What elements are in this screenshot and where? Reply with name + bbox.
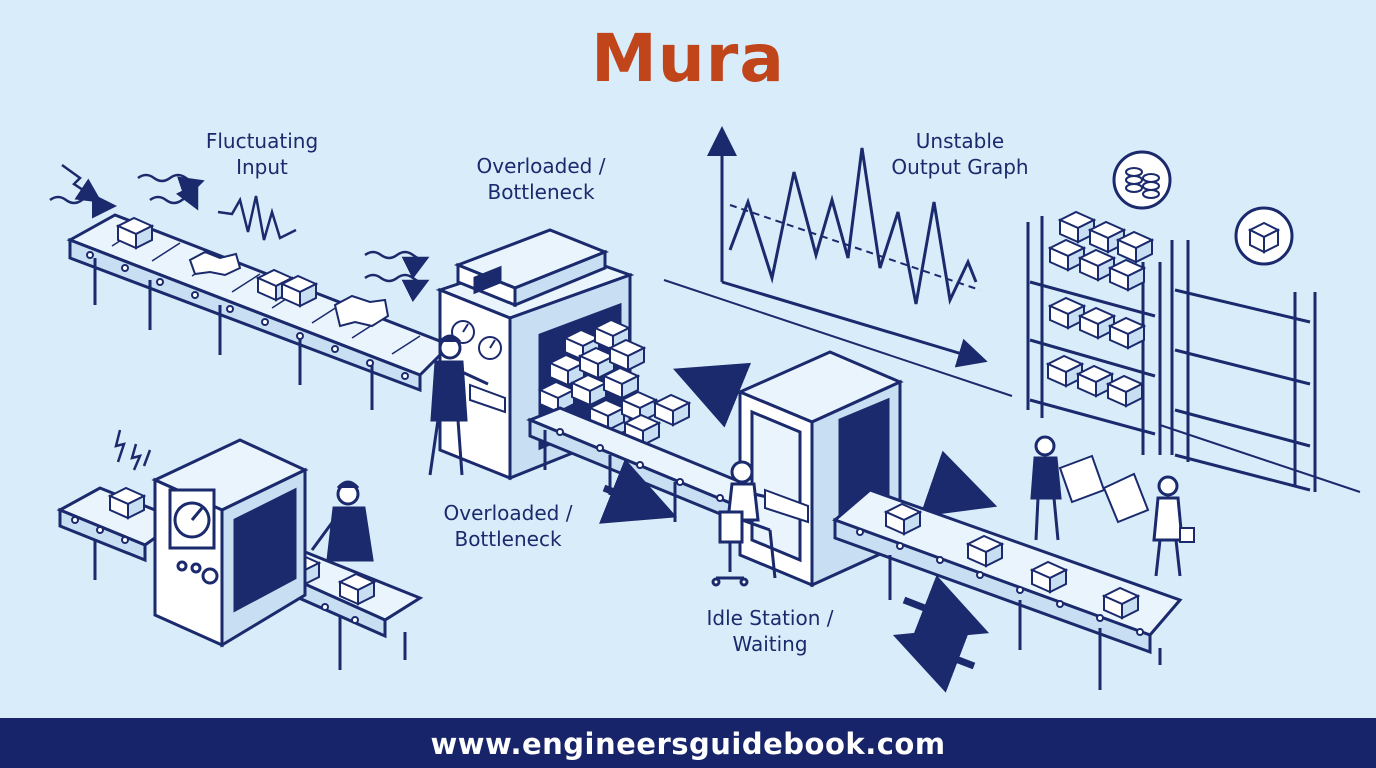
storage-shelves [1026, 216, 1361, 493]
label-line: Overloaded / [476, 154, 606, 178]
arrow-icon [599, 362, 998, 693]
shelf-boxes [1047, 211, 1153, 407]
label-overloaded-bottleneck-top: Overloaded / Bottleneck [466, 153, 616, 205]
crumpled-item [188, 250, 390, 328]
zigzag-input-signal [217, 195, 297, 241]
label-unstable-output-graph: Unstable Output Graph [875, 128, 1045, 180]
label-line: Idle Station / [706, 606, 834, 630]
label-line: Bottleneck [487, 180, 595, 204]
label-line: Unstable [915, 129, 1005, 153]
idle-worker-seated [711, 460, 809, 587]
label-line: Input [236, 155, 288, 179]
right-conveyor [832, 488, 1183, 690]
gauge-icon [168, 488, 219, 585]
wavy-arrow-icon [49, 163, 430, 303]
machine-operator [428, 334, 489, 476]
label-overloaded-bottleneck-mid: Overloaded / Bottleneck [430, 500, 586, 552]
label-line: Bottleneck [454, 527, 562, 551]
label-line: Waiting [732, 632, 808, 656]
label-line: Output Graph [891, 155, 1029, 179]
label-line: Fluctuating [205, 129, 319, 153]
footer-bar: www.engineersguidebook.com [0, 718, 1376, 768]
label-idle-station: Idle Station / Waiting [690, 605, 850, 657]
bottom-left-worker [310, 480, 374, 562]
lightning-icon [114, 429, 152, 471]
page-title: Mura [591, 20, 785, 97]
top-conveyor [66, 213, 453, 410]
box-icon [1234, 206, 1294, 266]
label-line: Overloaded / [443, 501, 573, 525]
coins-icon [1112, 150, 1172, 210]
footer-url[interactable]: www.engineersguidebook.com [430, 727, 946, 761]
label-fluctuating-input: Fluctuating Input [192, 128, 332, 180]
managers-with-documents [1030, 435, 1195, 577]
unstable-output-graph [663, 126, 1013, 397]
